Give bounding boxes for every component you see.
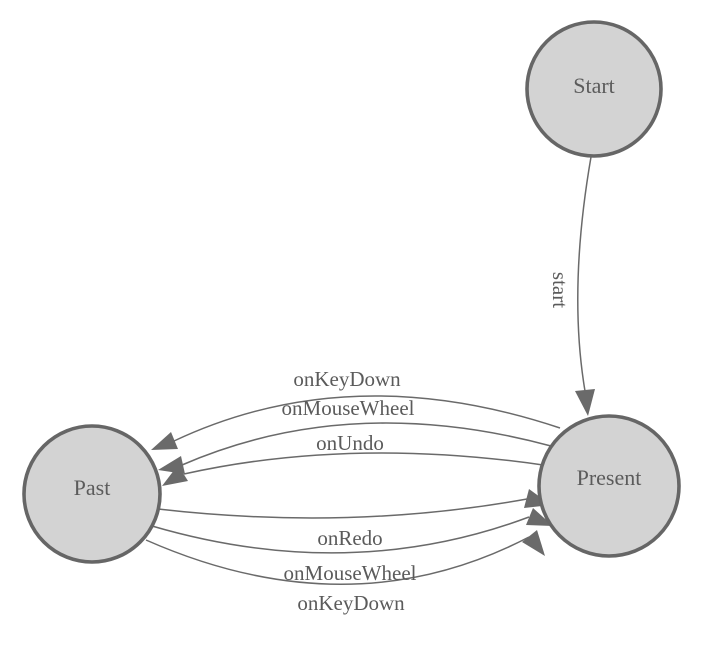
edge-past-to-present-onredo bbox=[157, 498, 528, 519]
state-label-past: Past bbox=[74, 475, 111, 500]
edge-present-to-past-onundo bbox=[183, 452, 544, 475]
state-node-past bbox=[22, 424, 162, 564]
edge-label-onkeydown-bottom: onKeyDown bbox=[297, 591, 405, 615]
edge-present-to-past-onmousewheel bbox=[181, 422, 552, 466]
edge-present-to-past-onkeydown bbox=[173, 395, 561, 442]
arrowhead-icon bbox=[522, 530, 545, 556]
edge-past-to-present-onmousewheel bbox=[151, 516, 530, 554]
edge-start-to-present bbox=[577, 156, 592, 392]
state-labels: Start Past Present bbox=[74, 73, 642, 500]
edge-label-start: start bbox=[548, 272, 572, 308]
state-node-start bbox=[525, 20, 663, 158]
arrowhead-icon bbox=[575, 389, 595, 416]
arrowhead-icon bbox=[526, 508, 553, 526]
edge-label-onredo: onRedo bbox=[317, 526, 382, 550]
edge-label-onmousewheel-bottom: onMouseWheel bbox=[284, 561, 417, 585]
arrowhead-icon bbox=[151, 432, 178, 450]
edge-label-onundo: onUndo bbox=[316, 431, 384, 455]
transition-labels: start onKeyDown onMouseWheel onUndo onRe… bbox=[282, 272, 572, 615]
edge-label-onkeydown-top: onKeyDown bbox=[293, 367, 401, 391]
transition-edges bbox=[145, 156, 592, 585]
state-label-present: Present bbox=[577, 465, 642, 490]
arrowhead-icon bbox=[162, 465, 188, 486]
state-node-present bbox=[537, 414, 681, 558]
edge-label-onmousewheel-top: onMouseWheel bbox=[282, 396, 415, 420]
state-label-start: Start bbox=[573, 73, 615, 98]
state-nodes bbox=[22, 20, 681, 564]
edge-past-to-present-onkeydown bbox=[145, 536, 530, 585]
